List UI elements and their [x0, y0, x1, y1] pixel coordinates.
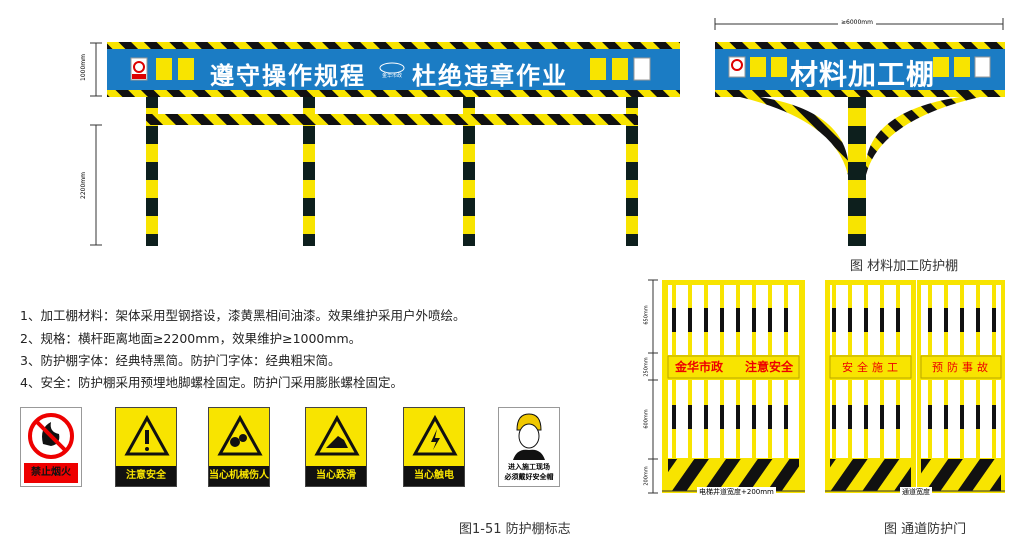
sign-label: 当心跌滑 — [306, 466, 366, 486]
right-shed-caption: 图 材料加工防护棚 — [850, 259, 959, 274]
gate-right-1 — [825, 280, 916, 493]
right-banner-text: 材料加工棚 — [790, 58, 936, 91]
left-shed-posts — [146, 96, 638, 246]
sign-helmet: 进入施工现场 必须戴好安全帽 — [498, 407, 560, 487]
note-1: 1、加工棚材料：架体采用型钢搭设，漆黄黑相间油漆。效果维护采用户外喷绘。 — [20, 308, 466, 323]
slip-icon — [314, 414, 360, 456]
note-3: 3、防护棚字体：经典特黑简。防护门字体：经典粗宋简。 — [20, 353, 341, 368]
gate-right-2 — [917, 280, 1005, 493]
gate-dim-1: 650mm — [643, 305, 650, 325]
note-2: 2、规格：横杆距离地面≥2200mm，效果维护≥1000mm。 — [20, 331, 362, 346]
gate-left-width: 电梯井道宽度+200mm — [697, 487, 776, 497]
no-fire-icon — [28, 413, 74, 459]
sign-machinery: 当心机械伤人 — [208, 407, 270, 487]
gate-left-sign-1: 金华市政 — [675, 360, 724, 374]
sign-no-fire: 禁止烟火 — [20, 407, 82, 487]
machinery-icon — [217, 414, 263, 456]
signs-caption: 图1-51 防护棚标志 — [459, 522, 571, 537]
sign-label-line1: 进入施工现场 — [508, 463, 550, 471]
sign-label: 注意安全 — [116, 466, 176, 486]
sign-label: 当心机械伤人 — [209, 466, 269, 486]
sign-electric: 当心触电 — [403, 407, 465, 487]
sign-label-line2: 必须戴好安全帽 — [504, 473, 554, 481]
helmet-worker-icon — [513, 413, 545, 460]
sign-label: 当心触电 — [404, 466, 464, 486]
dim-width: ≥6000mm — [838, 19, 876, 26]
electric-icon — [412, 414, 458, 456]
sign-caution: 注意安全 — [115, 407, 177, 487]
caution-icon — [124, 414, 170, 456]
right-shed-frame — [740, 96, 980, 246]
gate-dim-2: 250mm — [643, 357, 650, 377]
gates-caption: 图 通道防护门 — [884, 522, 967, 537]
gate-left-sign-2: 注意安全 — [745, 360, 794, 374]
dim-banner-height: 1000mm — [79, 54, 87, 81]
left-banner — [107, 42, 680, 97]
dim-post-height: 2200mm — [79, 172, 87, 199]
gate-right-sign-2: 预防事故 — [932, 361, 992, 374]
gate-right-width: 通道宽度 — [900, 487, 932, 497]
left-banner-text-left: 遵守操作规程 — [210, 62, 366, 90]
gate-dim-3: 600mm — [643, 409, 650, 429]
sign-slip: 当心跌滑 — [305, 407, 367, 487]
left-banner-logo-text: 金华市政 — [382, 73, 403, 79]
note-4: 4、安全：防护棚采用预埋地脚螺栓固定。防护门采用膨胀螺栓固定。 — [20, 375, 403, 390]
left-banner-text-right: 杜绝违章作业 — [412, 62, 568, 90]
gate-left — [662, 280, 805, 493]
sign-label: 禁止烟火 — [24, 463, 78, 483]
gate-dim-4: 200mm — [643, 466, 650, 486]
gate-right-sign-1: 安全施工 — [842, 361, 902, 374]
right-banner — [715, 42, 1005, 97]
